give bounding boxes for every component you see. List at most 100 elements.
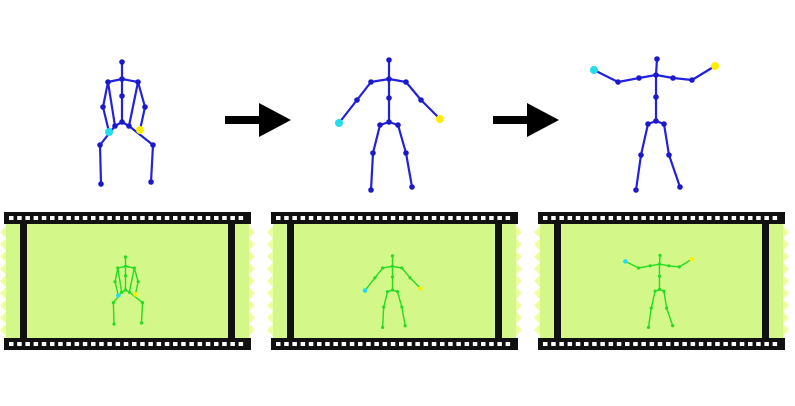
film-perforation — [698, 342, 704, 346]
frame-border-left — [554, 224, 561, 338]
right-hand-joint — [711, 62, 719, 70]
film-frame-1 — [0, 212, 255, 350]
film-perforation — [666, 216, 671, 220]
skeleton-bone — [383, 290, 389, 308]
skeleton-joint — [400, 266, 404, 270]
film-perforation — [448, 216, 453, 220]
film-perforation — [107, 342, 112, 346]
skeleton-bone — [369, 151, 375, 192]
skeleton-joint — [646, 325, 651, 329]
film-perforation — [276, 342, 281, 346]
film-perforation — [505, 216, 511, 220]
film-perforation — [464, 216, 470, 220]
film-perforation — [292, 342, 297, 346]
film-perforation — [423, 216, 429, 220]
film-perforations — [543, 216, 778, 346]
skeleton-bone — [671, 76, 694, 82]
skeleton-joint — [377, 122, 383, 128]
film-perforation — [374, 342, 379, 346]
film-perforation — [707, 342, 712, 346]
film-perforation — [616, 342, 622, 346]
skeleton-bone — [634, 153, 643, 192]
film-perforation — [559, 342, 564, 346]
film-perforation — [284, 342, 289, 346]
skeleton-joint — [150, 142, 156, 148]
film-perforation — [399, 216, 404, 220]
skeleton-joint — [119, 93, 125, 99]
film-perforation — [148, 216, 153, 220]
film-perforation — [25, 342, 30, 346]
film-perforation — [123, 342, 129, 346]
film-perforation — [633, 216, 638, 220]
film-perforation — [374, 216, 379, 220]
film-perforation — [497, 216, 502, 220]
film-perforation — [551, 342, 556, 346]
film-perforation — [197, 342, 203, 346]
film-perforation — [41, 342, 47, 346]
film-perforation — [739, 216, 745, 220]
film-perforation — [50, 216, 55, 220]
film-perforation — [481, 216, 486, 220]
skeleton-joint — [648, 264, 652, 268]
film-perforation — [205, 216, 211, 220]
film-perforation — [472, 216, 478, 220]
skeleton-bone — [650, 290, 656, 309]
film-perforation — [584, 216, 589, 220]
skeleton-joint — [112, 322, 116, 326]
skeleton-joint — [139, 321, 144, 325]
pose-skeleton-3 — [590, 56, 719, 193]
film-perforation — [33, 342, 39, 346]
film-perforation — [66, 216, 71, 220]
film-perforation — [415, 216, 420, 220]
skeleton-joint — [689, 77, 695, 83]
film-perforation — [317, 342, 322, 346]
film-perforation — [625, 342, 630, 346]
film-perforation — [238, 342, 244, 346]
film-perforation — [189, 216, 194, 220]
skeleton-joint — [127, 290, 131, 294]
skeleton-bone — [409, 277, 422, 290]
film-perforation — [464, 342, 470, 346]
left-hand-joint — [623, 259, 628, 264]
skeleton-bone — [668, 265, 680, 268]
film-perforation — [772, 342, 778, 346]
skeleton-joint — [636, 75, 642, 81]
skeleton-joint — [666, 152, 672, 158]
skeleton-joint — [418, 97, 424, 103]
film-perforation — [333, 342, 338, 346]
film-perforation — [25, 216, 30, 220]
film-edge-teeth — [516, 226, 522, 336]
skeleton-joint — [677, 265, 681, 269]
film-perforation — [608, 216, 614, 220]
film-perforation — [431, 216, 437, 220]
skeleton-joint — [390, 288, 395, 292]
right-hand-joint — [418, 286, 423, 291]
film-perforation — [448, 342, 453, 346]
film-perforation — [382, 342, 388, 346]
skeleton-bone — [654, 73, 675, 80]
skeleton-joint — [123, 274, 128, 278]
film-perforation — [440, 216, 445, 220]
film-perforation — [308, 342, 314, 346]
skeleton-bone — [662, 122, 671, 157]
film-perforation — [625, 216, 630, 220]
skeleton-joint — [658, 253, 662, 257]
film-perforation — [423, 342, 429, 346]
film-perforation — [731, 216, 737, 220]
frame-background — [273, 224, 516, 338]
skeleton-joint — [671, 324, 675, 328]
skeleton-joint — [653, 118, 659, 124]
film-perforation — [382, 216, 388, 220]
film-perforation — [325, 216, 330, 220]
skeleton-bone — [690, 64, 717, 82]
film-perforation — [592, 342, 597, 346]
skeleton-joint — [132, 266, 136, 270]
film-perforation — [17, 342, 22, 346]
skeleton-joint — [135, 79, 141, 85]
skeleton-joint — [661, 121, 667, 127]
film-perforation — [731, 342, 737, 346]
film-edge-teeth — [783, 226, 789, 336]
skeleton-bone — [133, 267, 139, 283]
left-hand-joint — [335, 119, 343, 127]
